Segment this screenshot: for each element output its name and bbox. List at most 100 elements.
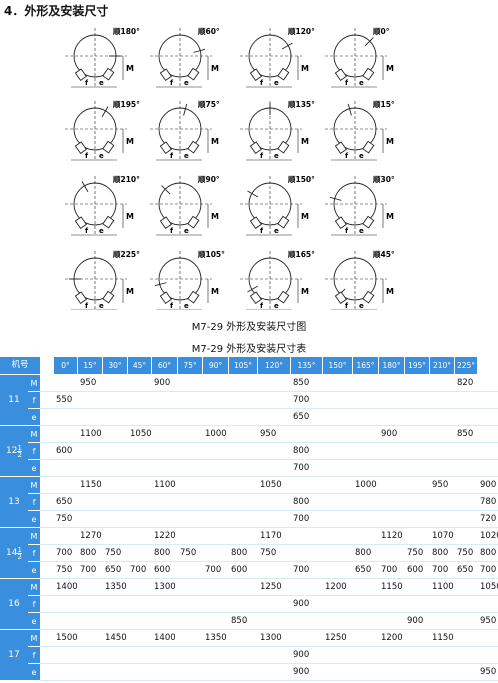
table-cell-value: 650: [105, 565, 122, 575]
header-angle-cell: 180°: [379, 357, 404, 374]
dimension-f-label: f: [170, 302, 174, 310]
table-cell-value: 780: [480, 497, 497, 507]
param-cell: f: [28, 647, 40, 663]
table-cell-value: 700: [293, 395, 310, 405]
table-cell-value: 700: [80, 565, 97, 575]
dimension-m-label: M: [386, 64, 394, 73]
table-cell-value: 1150: [80, 480, 102, 490]
table-cell-value: 750: [105, 548, 122, 558]
table-cell-value: 800: [355, 548, 372, 558]
dimension-f-label: f: [260, 302, 264, 310]
table-cell-value: 650: [56, 497, 73, 507]
dimension-f-label: f: [85, 152, 89, 160]
table-cell-value: 700: [480, 565, 497, 575]
table-cell-value: 1450: [105, 633, 127, 643]
model-cell: 11: [0, 375, 28, 425]
header-angle-cell: 165°: [353, 357, 378, 374]
table-cell-value: 1250: [325, 633, 347, 643]
table-cell-value: 850: [293, 378, 310, 388]
table-cell-value: 1500: [56, 633, 78, 643]
table-cell-value: 800: [293, 497, 310, 507]
dimension-m-label: M: [126, 137, 134, 146]
table-cell-value: 950: [260, 429, 277, 439]
table-cell-value: 800: [480, 548, 497, 558]
table-row: 127012201170112010701020: [40, 528, 498, 545]
header-angle-cell: 210°: [430, 357, 454, 374]
dimension-f-label: f: [260, 79, 264, 87]
dimension-e-label: e: [99, 302, 104, 310]
param-cell: e: [28, 562, 40, 578]
rotation-label: 顺195°: [113, 100, 140, 109]
table-cell-value: 750: [260, 548, 277, 558]
table-cell-value: 700: [293, 565, 310, 575]
table-cell-value: 700: [293, 514, 310, 524]
table-cell-value: 900: [480, 480, 497, 490]
param-cell: M: [28, 579, 40, 595]
fan-diagram: Mf e 顺195°: [65, 100, 140, 161]
dimension-m-label: M: [126, 287, 134, 296]
param-cell: f: [28, 545, 40, 561]
table-cell-value: 700: [56, 548, 73, 558]
dimension-f-label: f: [345, 79, 349, 87]
param-cell: f: [28, 392, 40, 408]
header-angle-cell: 150°: [323, 357, 352, 374]
table-row: 900: [40, 596, 498, 613]
param-cell: M: [28, 528, 40, 544]
rotation-label: 顺15°: [373, 100, 395, 109]
param-cell: e: [28, 511, 40, 527]
dimension-f-label: f: [85, 79, 89, 87]
dimension-e-label: e: [184, 79, 189, 87]
dimension-f-label: f: [85, 227, 89, 235]
table-cell-value: 1220: [154, 531, 176, 541]
dimension-e-label: e: [99, 152, 104, 160]
table-row: 14001350130012501200115011001050: [40, 579, 498, 596]
table-cell-value: 800: [154, 548, 171, 558]
table-row: 900: [40, 647, 498, 664]
table-caption: M7-29 外形及安装尺寸表: [191, 344, 307, 355]
header-angle-cell: 60°: [152, 357, 177, 374]
header-angle-cell: 225°: [455, 357, 477, 374]
table-cell-value: 720: [480, 514, 497, 524]
table-row: 650 800 780: [40, 494, 498, 511]
dimension-f-label: f: [345, 227, 349, 235]
header-angle-cell: 90°: [203, 357, 228, 374]
table-cell-value: 750: [56, 565, 73, 575]
table-cell-value: 650: [457, 565, 474, 575]
table-cell-value: 600: [154, 565, 171, 575]
table-cell-value: 1400: [154, 633, 176, 643]
table-cell-value: 600: [231, 565, 248, 575]
table-cell-value: 850: [457, 429, 474, 439]
rotation-label: 顺105°: [198, 250, 225, 259]
dimension-m-label: M: [386, 212, 394, 221]
table-row: 700: [40, 460, 498, 477]
model-cell: 16: [0, 579, 28, 629]
table-cell-value: 950: [432, 480, 449, 490]
dimension-m-label: M: [126, 64, 134, 73]
header-angle-cell: 0°: [54, 357, 77, 374]
table-cell-value: 1300: [154, 582, 176, 592]
rotation-label: 顺0°: [373, 27, 390, 36]
table-cell-value: 900: [154, 378, 171, 388]
table-cell-value: 1050: [260, 480, 282, 490]
dimension-e-label: e: [274, 227, 279, 235]
table-cell-value: 1050: [130, 429, 152, 439]
rotation-label: 顺165°: [288, 250, 315, 259]
dimension-e-label: e: [274, 79, 279, 87]
header-angle-cell: 30°: [103, 357, 127, 374]
table-cell-value: 550: [56, 395, 73, 405]
table-cell-value: 750: [407, 548, 424, 558]
section-heading: 4．外形及安装尺寸: [4, 4, 109, 18]
dimension-e-label: e: [99, 227, 104, 235]
